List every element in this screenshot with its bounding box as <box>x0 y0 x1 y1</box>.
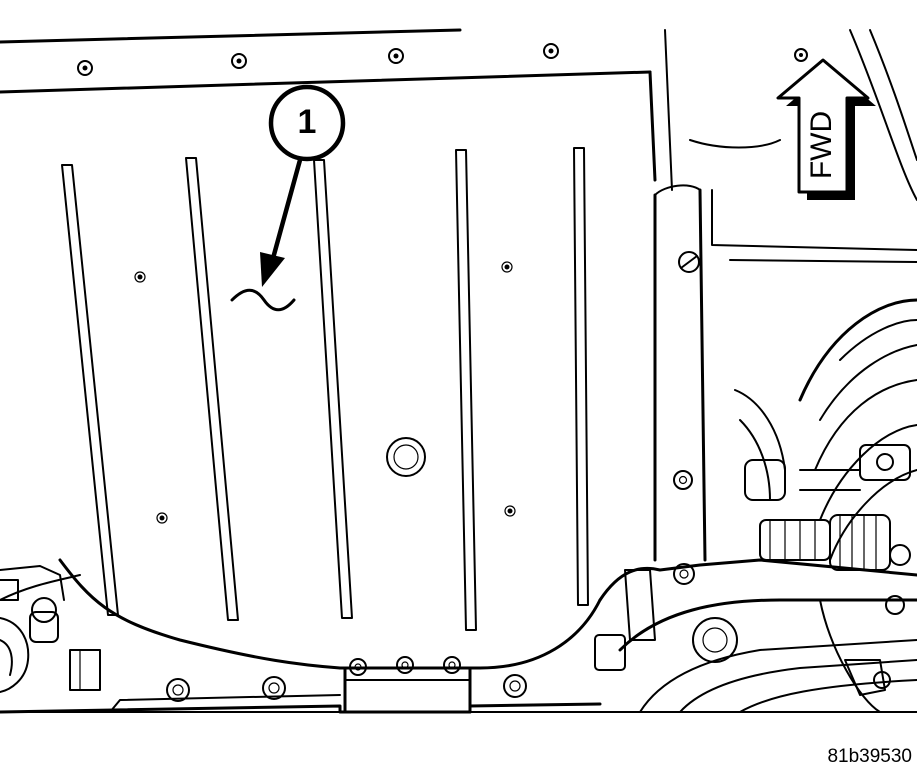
bolt-icon <box>673 563 695 585</box>
bolt-icon <box>396 656 414 674</box>
panel-indicator-squiggle <box>230 288 296 312</box>
left-transmission <box>0 565 101 693</box>
lower-control-arm <box>0 558 917 713</box>
splash-shield-panel <box>0 28 657 670</box>
forward-direction-arrow: FWD <box>776 58 876 200</box>
figure-id: 81b39530 <box>827 746 912 767</box>
bolt-icon <box>77 60 93 76</box>
callout-1: 1 <box>230 84 346 312</box>
top-bolt-row <box>77 43 808 76</box>
fwd-label: FWD <box>805 111 838 179</box>
drain-plug-icon <box>386 437 426 477</box>
bolt-icon <box>673 470 693 490</box>
callout-circle <box>268 84 346 162</box>
bolt-icon <box>503 674 527 698</box>
bolt-icon <box>231 53 247 69</box>
suspension-components <box>734 389 911 615</box>
tie-rod-end-icon <box>844 659 891 696</box>
bolt-icon <box>166 678 190 702</box>
bolt-icon <box>443 656 461 674</box>
bolt-icon <box>349 658 367 676</box>
callout-arrowhead <box>260 252 285 287</box>
panel-ribs <box>61 147 589 631</box>
panel-fasteners <box>134 261 516 524</box>
screw-icon <box>678 251 700 273</box>
bolt-icon <box>262 676 286 700</box>
right-frame-rail <box>653 29 917 562</box>
callout-number: 1 <box>298 103 317 141</box>
bolt-icon <box>543 43 559 59</box>
bolt-icon <box>388 48 404 64</box>
tire-and-wheel <box>798 29 917 713</box>
bolt-icon <box>794 48 808 62</box>
